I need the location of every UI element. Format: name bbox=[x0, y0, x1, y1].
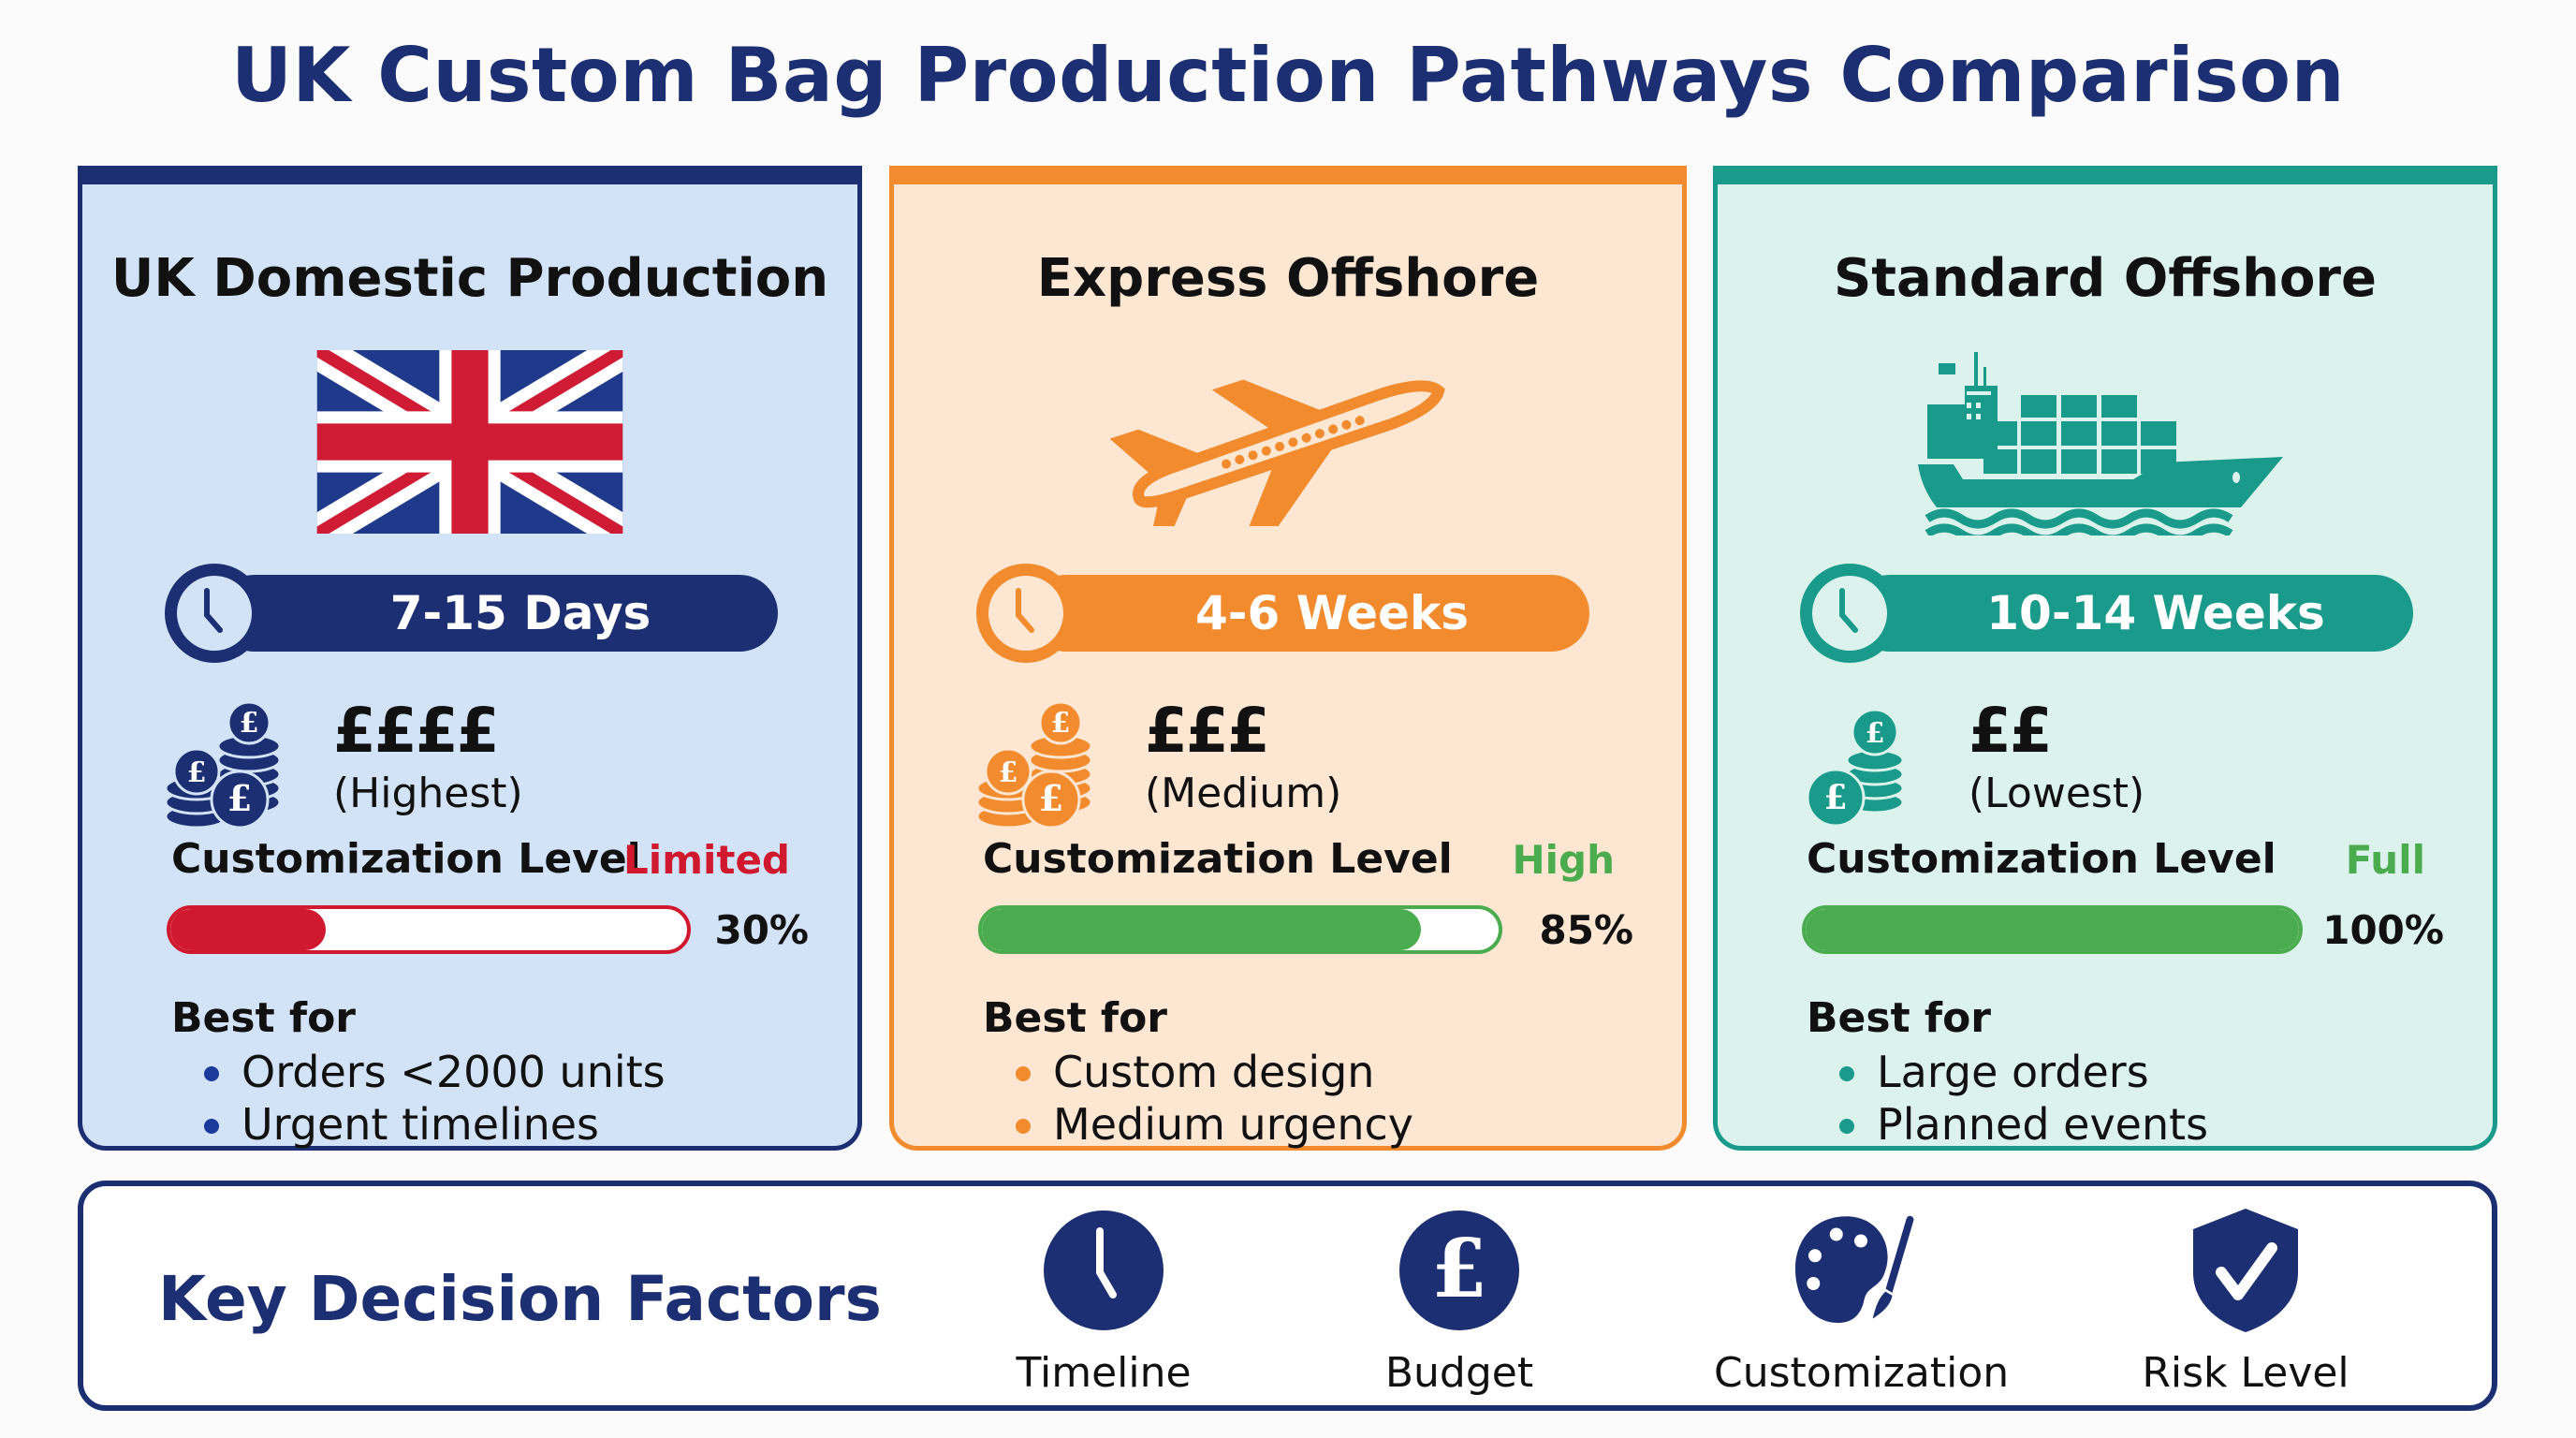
pound-coins-icon: £ £ £ bbox=[165, 700, 282, 829]
cost-label: (Medium) bbox=[1145, 770, 1342, 817]
bullet-icon bbox=[1016, 1119, 1031, 1134]
list-item: Urgent timelines bbox=[204, 1098, 666, 1151]
best-for-list: Orders <2000 units Urgent timelines bbox=[204, 1046, 666, 1151]
list-item: Orders <2000 units bbox=[204, 1046, 666, 1098]
list-item: Medium urgency bbox=[1016, 1098, 1413, 1151]
svg-text:£: £ bbox=[1823, 778, 1847, 817]
uk-flag-icon bbox=[316, 350, 623, 534]
progress-fill bbox=[982, 909, 1422, 950]
bullet-icon bbox=[204, 1119, 219, 1134]
customization-percent: 85% bbox=[1539, 907, 1633, 953]
progress-fill bbox=[1806, 909, 2299, 950]
factor-label: Customization bbox=[1714, 1349, 2010, 1397]
pound-coin-icon: £ bbox=[1399, 1211, 1519, 1330]
timeline-pill: 7-15 Days bbox=[165, 564, 783, 663]
timeline-value: 7-15 Days bbox=[216, 575, 778, 652]
factor-label: Risk Level bbox=[2142, 1349, 2349, 1397]
cost-label: (Highest) bbox=[333, 770, 523, 817]
customization-progress-bar bbox=[1802, 905, 2303, 954]
best-for-list: Large orders Planned events bbox=[1839, 1046, 2208, 1151]
card-title: Express Offshore bbox=[1036, 248, 1540, 309]
bullet-icon bbox=[1839, 1119, 1854, 1134]
clock-icon bbox=[165, 564, 264, 663]
airplane-icon bbox=[1110, 379, 1445, 526]
timeline-pill: 4-6 Weeks bbox=[976, 564, 1594, 663]
svg-text:£: £ bbox=[1866, 717, 1885, 750]
factors-title: Key Decision Factors bbox=[158, 1263, 882, 1335]
customization-label: Customization Level bbox=[171, 835, 641, 883]
customization-progress-bar bbox=[978, 905, 1502, 954]
svg-text:£: £ bbox=[240, 707, 259, 740]
shield-check-icon bbox=[2193, 1209, 2298, 1332]
palette-brush-icon bbox=[1795, 1212, 1917, 1324]
pound-coins-icon: ££ bbox=[1806, 708, 1905, 828]
cost-symbols: ££ bbox=[1969, 695, 2053, 767]
svg-text:£: £ bbox=[1051, 707, 1071, 740]
svg-text:£: £ bbox=[187, 756, 207, 789]
best-for-list: Custom design Medium urgency bbox=[1016, 1046, 1413, 1151]
timeline-value: 10-14 Weeks bbox=[1852, 575, 2413, 652]
clock-icon bbox=[976, 564, 1076, 663]
cost-section: £££ £££ (Medium) bbox=[976, 695, 1585, 835]
svg-text:£: £ bbox=[1039, 777, 1063, 819]
best-for-title: Best for bbox=[983, 994, 1167, 1042]
clock-icon bbox=[1800, 564, 1899, 663]
list-item: Large orders bbox=[1839, 1046, 2208, 1098]
card-title: UK Domestic Production bbox=[110, 248, 829, 309]
cost-section: £ £ £ ££££ (Highest) bbox=[165, 695, 773, 835]
customization-label: Customization Level bbox=[1807, 835, 2276, 883]
customization-level: Full bbox=[2345, 837, 2425, 883]
svg-text:£: £ bbox=[1431, 1222, 1487, 1316]
customization-level: Limited bbox=[623, 837, 790, 883]
timeline-value: 4-6 Weeks bbox=[1028, 575, 1589, 652]
card-uk-domestic: UK Domestic Production 7-15 Days bbox=[78, 166, 862, 1151]
clock-icon bbox=[1044, 1211, 1164, 1330]
customization-level: High bbox=[1512, 837, 1615, 883]
key-decision-factors-panel: Key Decision Factors Timeline £ Budget bbox=[78, 1181, 2497, 1411]
factor-label: Timeline bbox=[1016, 1349, 1192, 1397]
card-express-offshore: Express Offshore 4-6 Weeks bbox=[889, 166, 1687, 1151]
cost-symbols: £££ bbox=[1145, 695, 1270, 767]
customization-label: Customization Level bbox=[983, 835, 1453, 883]
timeline-pill: 10-14 Weeks bbox=[1800, 564, 2418, 663]
svg-text:£: £ bbox=[999, 756, 1018, 789]
factor-timeline: Timeline bbox=[963, 1205, 1244, 1401]
customization-percent: 100% bbox=[2322, 907, 2444, 953]
factor-customization: Customization bbox=[1714, 1205, 2010, 1401]
factor-risk-level: Risk Level bbox=[2105, 1205, 2386, 1401]
customization-percent: 30% bbox=[714, 907, 809, 953]
card-title: Standard Offshore bbox=[1833, 248, 2378, 309]
list-item: Planned events bbox=[1839, 1098, 2208, 1151]
cost-label: (Lowest) bbox=[1969, 770, 2145, 817]
page-title: UK Custom Bag Production Pathways Compar… bbox=[230, 32, 2346, 119]
factor-label: Budget bbox=[1384, 1349, 1534, 1397]
list-item: Custom design bbox=[1016, 1046, 1413, 1098]
bullet-icon bbox=[1839, 1066, 1854, 1081]
bullet-icon bbox=[204, 1066, 219, 1081]
customization-progress-bar bbox=[167, 905, 691, 954]
factor-budget: £ Budget bbox=[1319, 1205, 1600, 1401]
cost-symbols: ££££ bbox=[333, 695, 500, 767]
progress-fill bbox=[170, 909, 326, 950]
bullet-icon bbox=[1016, 1066, 1031, 1081]
svg-text:£: £ bbox=[227, 777, 252, 819]
cargo-ship-icon bbox=[1918, 352, 2283, 536]
cost-section: ££ ££ (Lowest) bbox=[1800, 695, 2408, 835]
best-for-title: Best for bbox=[171, 994, 356, 1042]
card-standard-offshore: Standard Offshore 10-14 Weeks bbox=[1713, 166, 2497, 1151]
best-for-title: Best for bbox=[1807, 994, 1991, 1042]
pound-coins-icon: £ £ £ bbox=[976, 700, 1093, 829]
